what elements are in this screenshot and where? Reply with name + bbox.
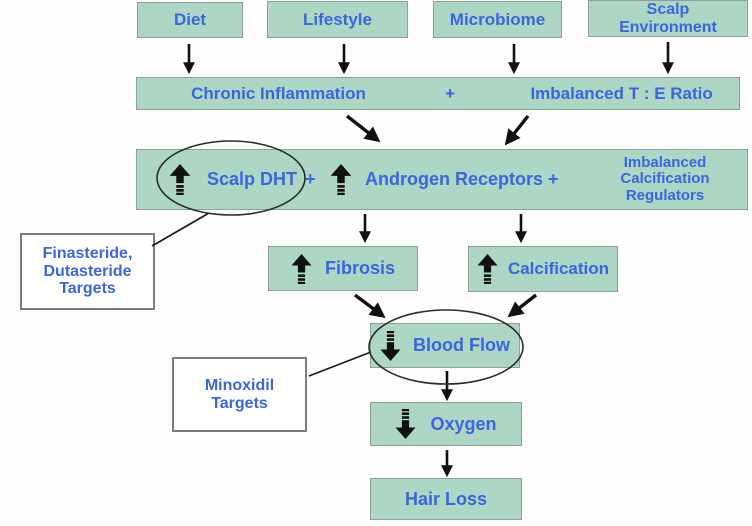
diet-label: Diet	[173, 10, 207, 30]
te-ratio-label: Imbalanced T : E Ratio	[530, 83, 713, 103]
finasteride-pointer-line	[151, 212, 210, 247]
inflammation-plus-sign: +	[445, 83, 455, 103]
oxygen-decrease-icon	[395, 409, 416, 439]
blood-flow-label: Blood Flow	[413, 335, 510, 356]
calcification-increase-icon	[477, 254, 498, 284]
calcification-label: Calcification	[507, 259, 610, 279]
chronic-inflammation-label: Chronic Inflammation	[191, 83, 366, 103]
annotation-finasteride-targets: Finasteride, Dutasteride Targets	[20, 233, 155, 310]
androgen-increase-icon	[330, 150, 352, 209]
scalp-environment-label: Scalp Environment	[619, 0, 717, 36]
blood-flow-decrease-icon	[380, 330, 401, 361]
fibrosis-label: Fibrosis	[324, 258, 395, 279]
fibrosis-increase-icon	[291, 253, 312, 284]
lifestyle-label: Lifestyle	[303, 9, 372, 29]
hair-loss-label: Hair Loss	[404, 488, 488, 509]
calcification-regulators-wrap: Imbalanced Calcification Regulators	[599, 150, 731, 209]
box-hair-loss: Hair Loss	[370, 478, 522, 520]
box-blood-flow: Blood Flow	[370, 323, 520, 368]
calcification-regulators-label: Imbalanced Calcification Regulators	[620, 154, 710, 204]
dht-plus-sign: +	[305, 169, 316, 189]
arrow-calcification-to-bloodflow	[507, 293, 538, 318]
box-microbiome: Microbiome	[433, 1, 562, 38]
arrow-fibrosis-to-bloodflow	[353, 293, 386, 318]
minoxidil-targets-label: Minoxidil Targets	[204, 376, 275, 412]
scalp-dht-label: Scalp DHT	[207, 169, 298, 189]
box-fibrosis: Fibrosis	[268, 246, 418, 291]
box-scalp-dht-androgen: Scalp DHT + Androgen Receptors + Imbalan…	[136, 149, 748, 210]
arrow-inflammation-to-dht-right	[504, 114, 530, 146]
annotation-minoxidil-targets: Minoxidil Targets	[172, 357, 307, 432]
box-diet: Diet	[137, 2, 243, 38]
box-calcification: Calcification	[468, 246, 618, 292]
minoxidil-pointer-line	[308, 351, 372, 377]
androgen-receptors-label: Androgen Receptors +	[365, 169, 559, 189]
box-lifestyle: Lifestyle	[267, 1, 408, 38]
box-oxygen: Oxygen	[370, 402, 522, 446]
finasteride-targets-label: Finasteride, Dutasteride Targets	[42, 245, 133, 298]
box-scalp-environment: Scalp Environment	[588, 0, 748, 37]
oxygen-label: Oxygen	[430, 413, 497, 434]
box-chronic-inflammation: Chronic Inflammation + Imbalanced T : E …	[136, 77, 740, 110]
scalp-dht-increase-icon	[169, 150, 191, 209]
arrow-inflammation-to-dht-left	[345, 114, 381, 143]
microbiome-label: Microbiome	[449, 9, 546, 29]
